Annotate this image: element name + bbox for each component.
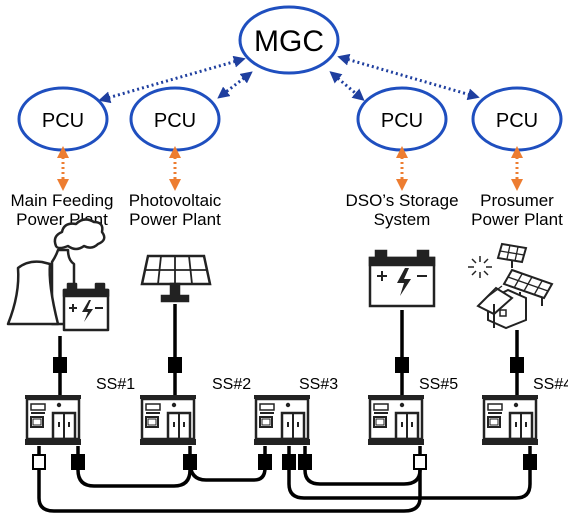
prosumer-house-icon bbox=[468, 242, 554, 330]
control-links bbox=[57, 146, 523, 191]
closed-breaker bbox=[183, 454, 197, 470]
nuclear-plant-icon bbox=[6, 218, 110, 332]
plant-labels: Main Feeding Power Plant Photovoltaic Po… bbox=[10, 191, 563, 229]
pcu-3: PCU bbox=[356, 86, 448, 152]
pcu-1: PCU bbox=[17, 86, 109, 152]
closed-breaker bbox=[258, 454, 272, 470]
plant-2-label-line2: Power Plant bbox=[129, 210, 221, 229]
plant-1-label-line1: Main Feeding bbox=[10, 191, 113, 210]
plant-4-label-line1: Prosumer bbox=[480, 191, 554, 210]
feeder-lines bbox=[53, 304, 524, 396]
substation-2-icon bbox=[138, 393, 198, 447]
pcu-4: PCU bbox=[471, 86, 563, 152]
ss-3-label: SS#3 bbox=[299, 376, 338, 393]
battery-icon bbox=[368, 249, 436, 308]
interconnection-cables bbox=[37, 446, 532, 513]
plant-3-label-line1: DSO’s Storage bbox=[345, 191, 458, 210]
ss-5-label: SS#5 bbox=[419, 376, 458, 393]
closed-breaker bbox=[282, 454, 296, 470]
pcu-2: PCU bbox=[129, 86, 221, 152]
open-breaker bbox=[413, 454, 427, 470]
ss-4-label: SS#4 bbox=[533, 376, 568, 393]
mgc-label: MGC bbox=[254, 25, 324, 58]
substation-5-icon bbox=[366, 393, 426, 447]
plant-4-label-line2: Power Plant bbox=[471, 210, 563, 229]
closed-breaker bbox=[298, 454, 312, 470]
communication-links bbox=[98, 53, 480, 104]
pcu-2-label: PCU bbox=[154, 110, 196, 132]
substation-3-icon bbox=[252, 393, 312, 447]
pcu-3-label: PCU bbox=[381, 110, 423, 132]
plant-2-label-line1: Photovoltaic bbox=[129, 191, 222, 210]
closed-breaker bbox=[523, 454, 537, 470]
substation-labels: SS#1 SS#2 SS#3 SS#5 SS#4 bbox=[96, 376, 568, 393]
substation-1-icon bbox=[23, 393, 83, 447]
pcu-4-label: PCU bbox=[496, 110, 538, 132]
ss-2-label: SS#2 bbox=[212, 376, 251, 393]
pcu-1-label: PCU bbox=[42, 110, 84, 132]
plant-3-label-line2: System bbox=[374, 210, 431, 229]
solar-panel-icon bbox=[140, 254, 212, 303]
substation-4-icon bbox=[480, 393, 540, 447]
mgc-controller: MGC bbox=[238, 5, 340, 75]
open-breaker bbox=[32, 454, 46, 470]
cable-breakers bbox=[32, 454, 537, 470]
closed-breaker bbox=[71, 454, 85, 470]
ss-1-label: SS#1 bbox=[96, 376, 135, 393]
